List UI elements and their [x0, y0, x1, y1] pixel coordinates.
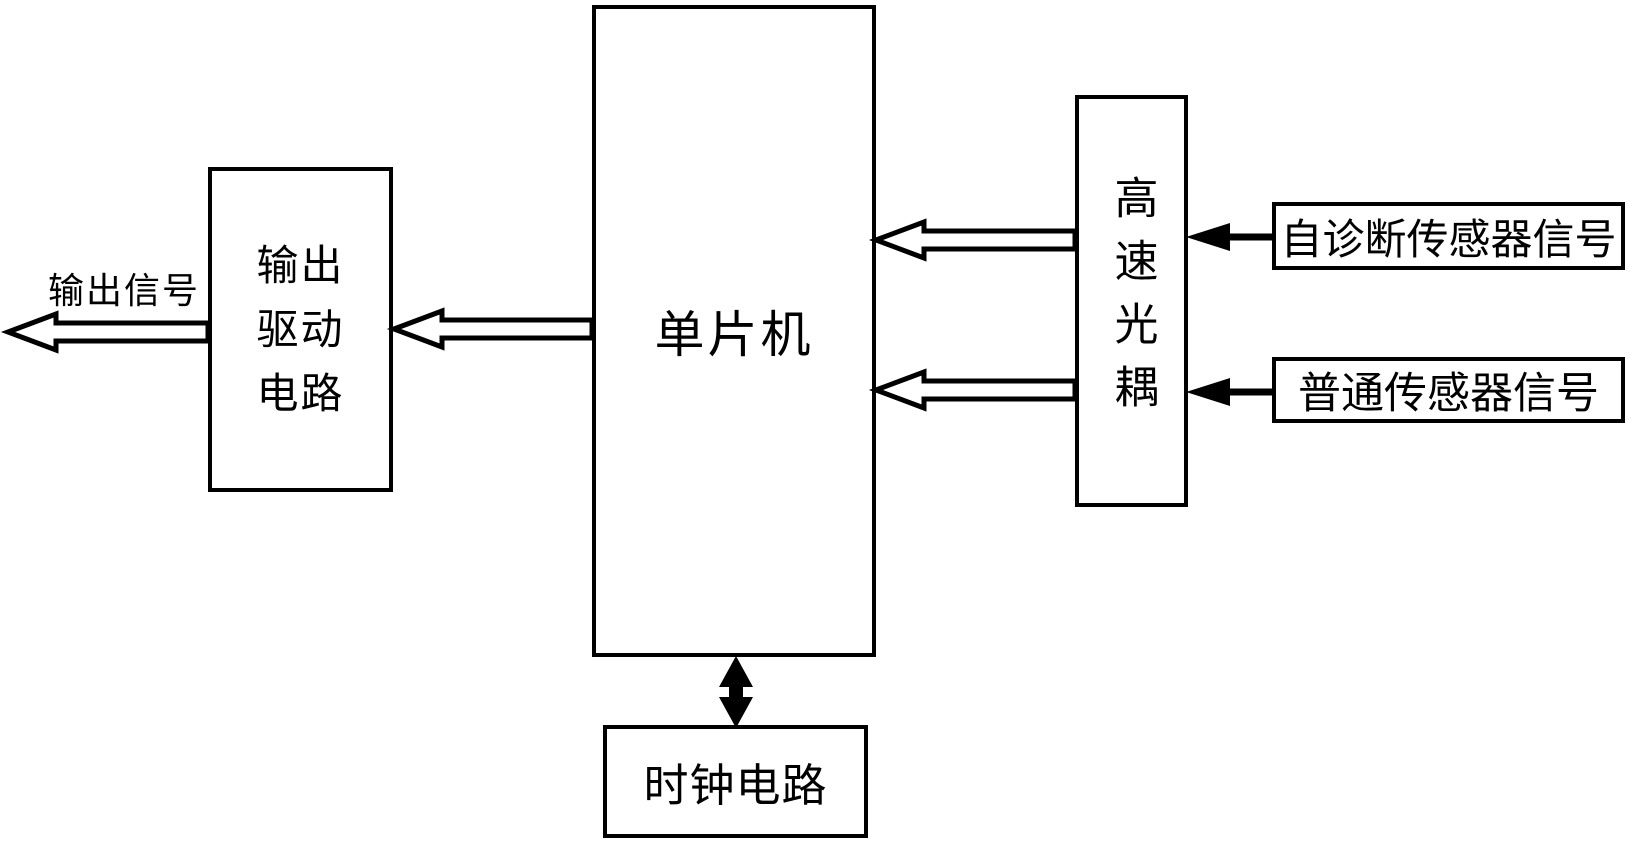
opto-to-mcu-arrow-upper: [868, 218, 1078, 262]
clock-circuit-box: 时钟电路: [603, 725, 868, 838]
optocoupler-label: 高速光耦: [1106, 175, 1158, 427]
mcu-box: 单片机: [592, 5, 876, 657]
output-driver-label-line2: 驱动: [256, 304, 345, 354]
selfdiag-to-opto-arrow: [1186, 223, 1272, 251]
sensor-to-opto-arrow: [1186, 378, 1272, 406]
mcu-to-driver-arrow: [386, 307, 595, 351]
normal-sensor-signal-label: 普通传感器信号: [1298, 369, 1599, 419]
normal-sensor-signal-box: 普通传感器信号: [1272, 357, 1625, 423]
output-signal-arrow: [0, 310, 211, 354]
mcu-clock-double-arrow: [719, 656, 753, 728]
opto-to-mcu-arrow-lower: [868, 368, 1078, 412]
output-signal-label: 输出信号: [48, 271, 201, 312]
self-diagnostic-signal-label: 自诊断传感器信号: [1280, 214, 1617, 264]
mcu-label: 单片机: [654, 306, 814, 364]
output-driver-label-line3: 电路: [256, 368, 345, 418]
clock-circuit-label: 时钟电路: [643, 759, 828, 812]
optocoupler-box: 高速光耦: [1075, 95, 1188, 507]
output-driver-box: 输出 驱动 电路: [208, 167, 393, 492]
output-driver-label-line1: 输出: [256, 240, 345, 290]
self-diagnostic-signal-box: 自诊断传感器信号: [1272, 202, 1625, 270]
